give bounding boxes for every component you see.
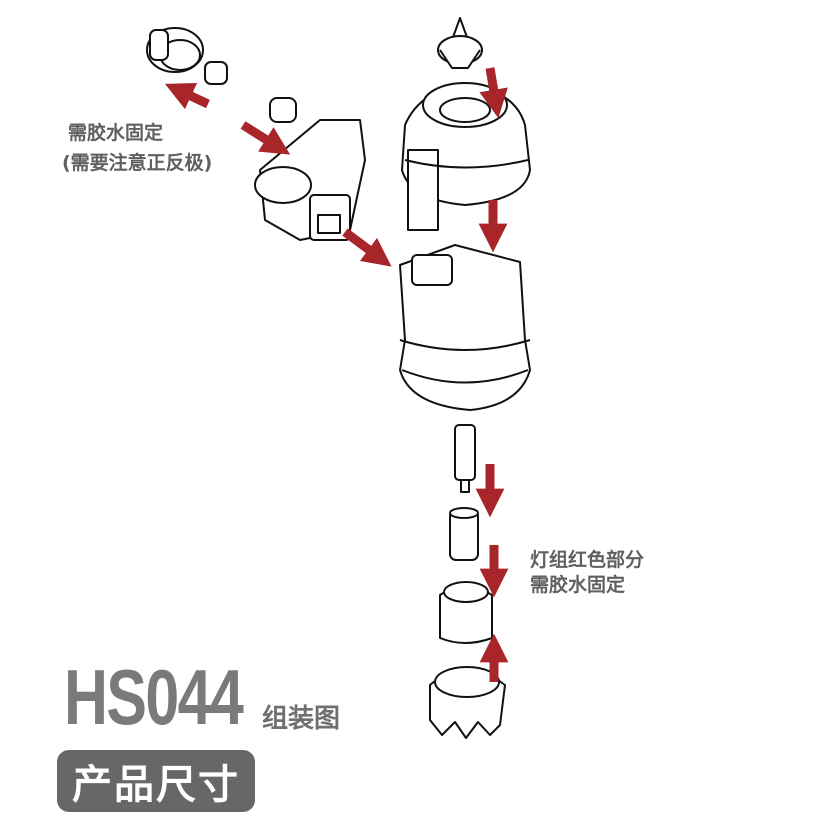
magnet-small-1: [204, 61, 228, 85]
main-body: [399, 244, 531, 411]
pin-rod: [454, 424, 476, 493]
light-group: [439, 581, 493, 644]
sleeve-tube: [449, 507, 479, 561]
product-size-button[interactable]: 产品尺寸: [57, 750, 255, 812]
light-group-glue-note: 需胶水固定: [530, 574, 626, 596]
glue-note: 需胶水固定: [68, 122, 164, 144]
assembly-subtitle: 组装图: [262, 704, 341, 734]
arrow-icon: [164, 83, 210, 110]
light-group-note: 灯组红色部分: [530, 549, 645, 571]
magnet-small-2: [269, 97, 297, 123]
socket-part: [146, 27, 204, 73]
head-cap: [401, 82, 531, 231]
arrow-icon: [479, 67, 508, 119]
polarity-note: (需要注意正反极): [62, 152, 213, 174]
arrow-icon: [342, 228, 392, 267]
arrow-icon: [240, 121, 291, 155]
model-title: HS044: [64, 653, 244, 741]
spike-cap: [437, 17, 483, 69]
